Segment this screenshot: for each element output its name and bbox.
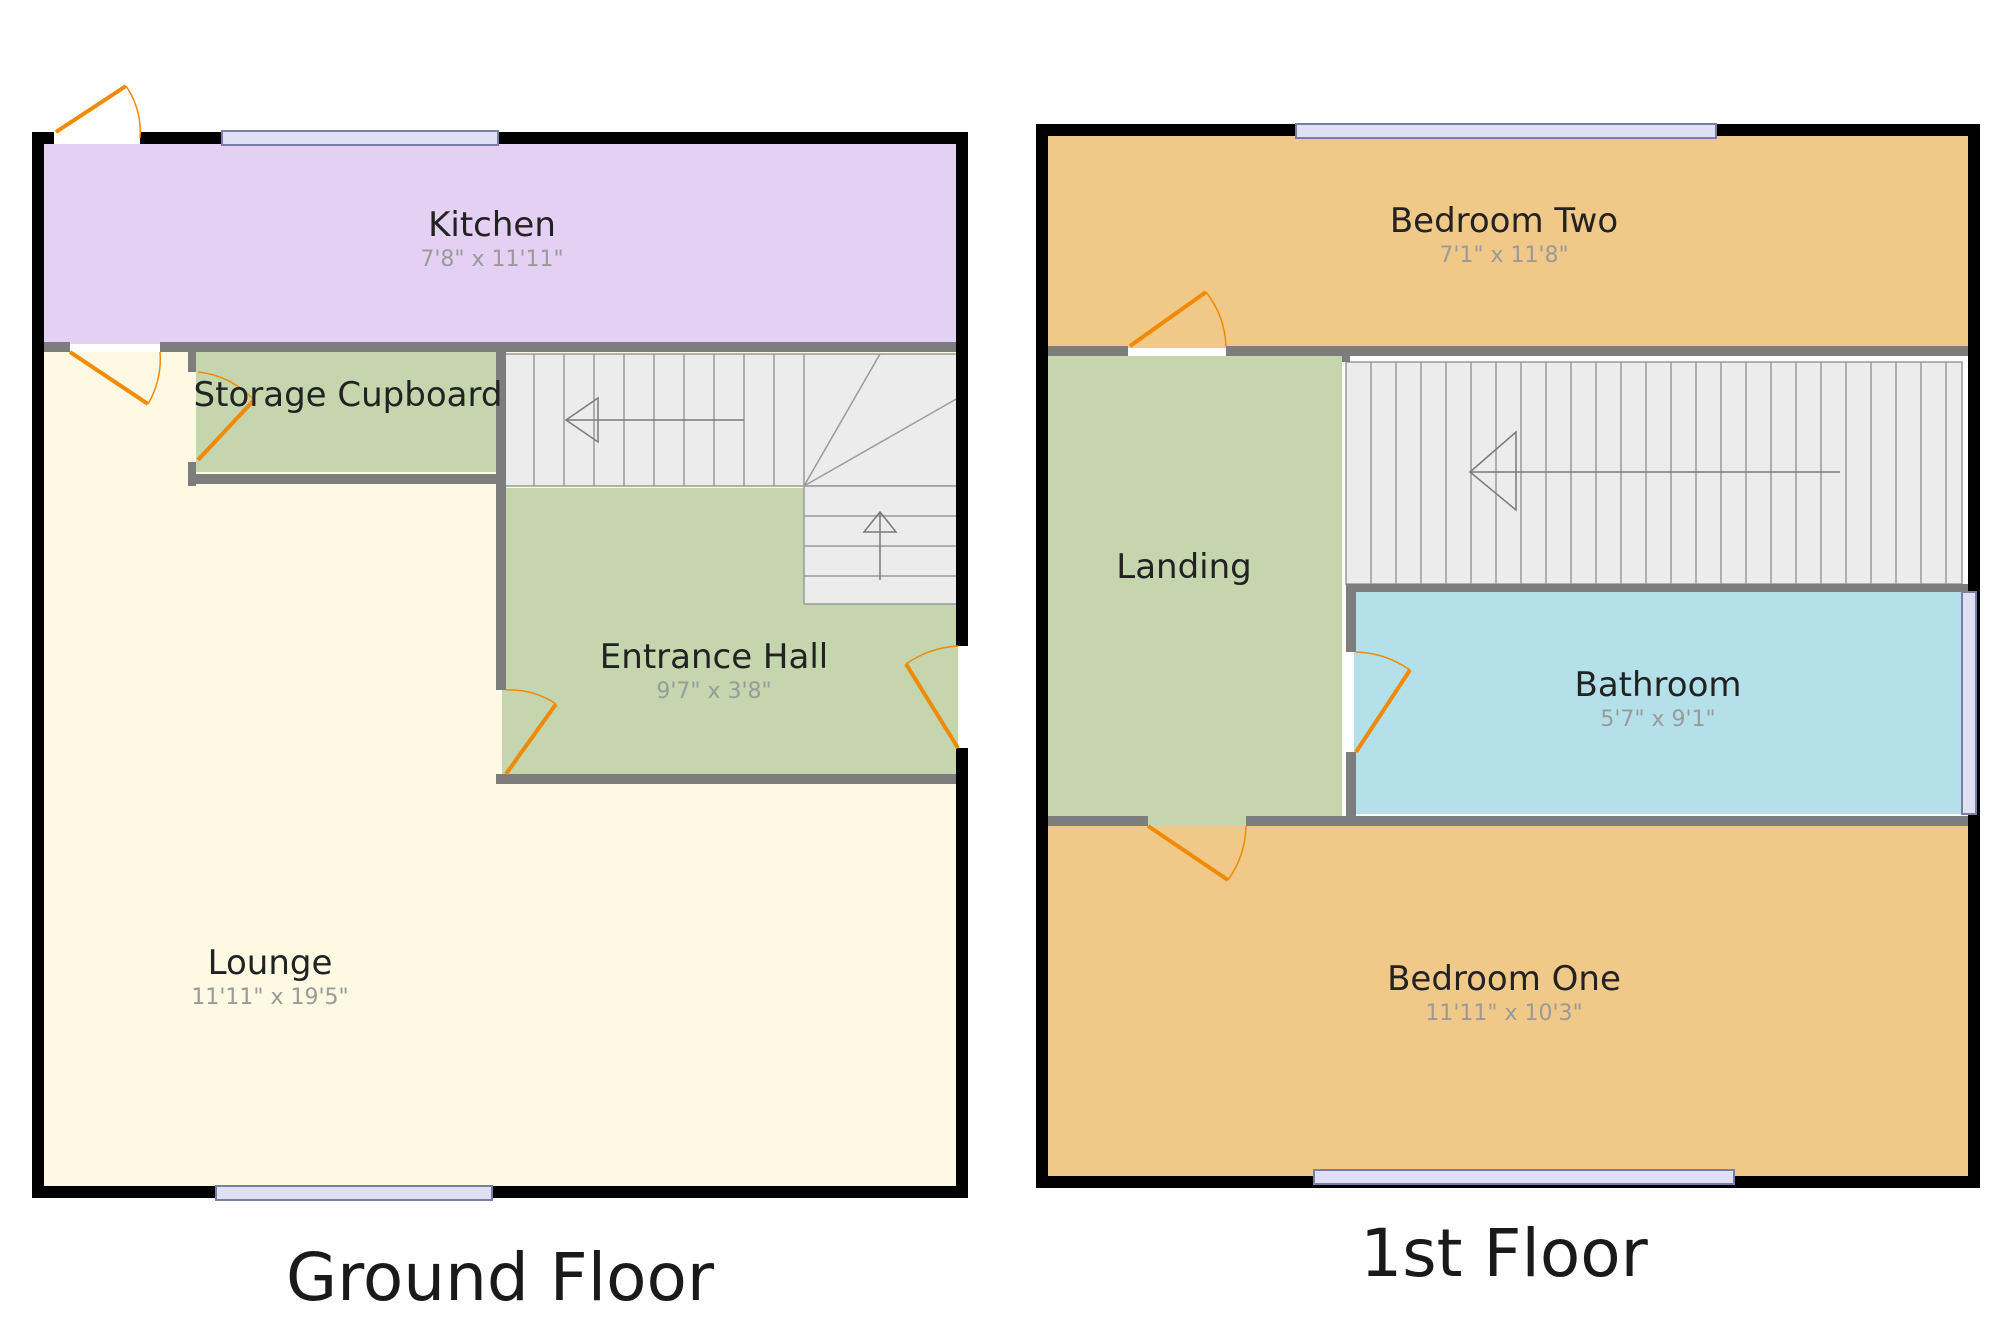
bathroom-dims: 5'7" x 9'1" — [1600, 707, 1715, 732]
storage-wall-bottom — [188, 474, 498, 484]
hall-lounge-door — [504, 689, 558, 776]
kitchen-room — [38, 144, 958, 344]
bedroom-two-door — [1128, 290, 1227, 348]
bedroom-two-dims: 7'1" x 11'8" — [1439, 243, 1568, 268]
hall-wall-bottom — [496, 774, 958, 784]
hall-wall-left — [496, 486, 506, 690]
kitchen-lounge-wall-right — [160, 342, 958, 352]
bath-wall-left-top — [1346, 584, 1356, 652]
kitchen-window — [221, 130, 499, 146]
landing-label: Landing — [1116, 547, 1252, 587]
bathroom-label: Bathroom — [1575, 665, 1742, 705]
bedroom-one-label: Bedroom One — [1387, 959, 1621, 999]
storage-door — [196, 371, 256, 462]
bedroom-one-window — [1313, 1169, 1735, 1185]
bed2-wall-left — [1042, 346, 1128, 356]
bedroom-two-label: Bedroom Two — [1390, 201, 1618, 241]
back-door — [54, 84, 142, 139]
ground-stairs — [503, 353, 959, 605]
bedroom-one-room — [1042, 826, 1968, 1176]
kitchen-lounge-wall-left — [38, 342, 70, 352]
entrance-hall-label: Entrance Hall — [600, 637, 828, 677]
storage-wall-left-top — [188, 352, 196, 372]
first-floor-title: 1st Floor — [1360, 1215, 1648, 1292]
bedroom-two-room — [1042, 136, 1968, 348]
bed1-wall-right — [1246, 816, 1968, 826]
bed1-wall-left — [1042, 816, 1148, 826]
bedroom-two-window — [1295, 123, 1717, 139]
ground-floor-title: Ground Floor — [286, 1239, 715, 1316]
landing-room — [1042, 356, 1342, 826]
lounge-label: Lounge — [208, 943, 333, 983]
bedroom-one-door — [1146, 824, 1247, 882]
front-door — [904, 645, 960, 750]
bathroom-room — [1354, 592, 1962, 814]
first-floor-plan: Bedroom Two 7'1" x 11'8" Landing Bathroo… — [1036, 123, 1980, 1292]
lounge-dims: 11'11" x 19'5" — [191, 985, 348, 1010]
bathroom-door — [1354, 651, 1412, 754]
bathroom-window — [1961, 591, 1977, 815]
kitchen-label: Kitchen — [428, 205, 556, 245]
storage-cupboard-label: Storage Cupboard — [194, 375, 503, 415]
bedroom-one-dims: 11'11" x 10'3" — [1425, 1001, 1582, 1026]
first-stairs — [1345, 361, 1963, 585]
lounge-window — [215, 1185, 493, 1201]
landing-stair-wall — [1342, 356, 1350, 362]
storage-wall-right — [496, 352, 506, 486]
kitchen-lounge-door — [68, 350, 161, 406]
bed2-wall-right — [1226, 346, 1968, 356]
bath-wall-left-bottom — [1346, 752, 1356, 822]
entrance-hall-dims: 9'7" x 3'8" — [656, 679, 771, 704]
stair-bath-wall — [1346, 584, 1968, 592]
storage-cupboard-room — [196, 352, 496, 472]
ground-floor-plan: Kitchen 7'8" x 11'11" Storage Cupboard E… — [32, 84, 968, 1316]
kitchen-dims: 7'8" x 11'11" — [420, 247, 563, 272]
